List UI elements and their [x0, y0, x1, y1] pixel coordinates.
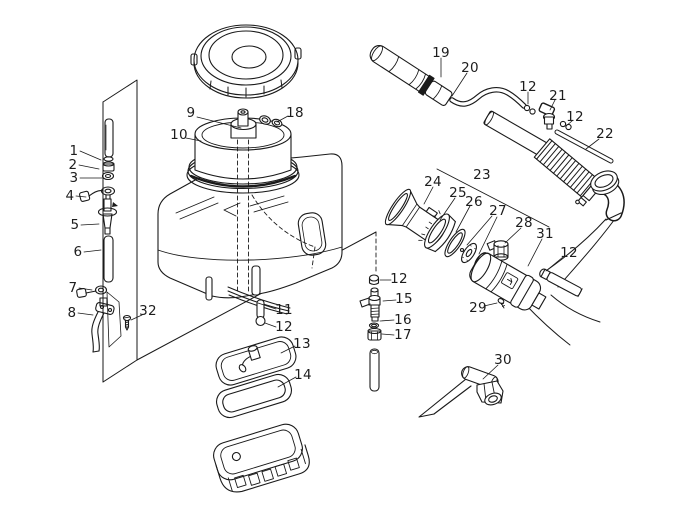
strainer-basket	[213, 423, 310, 493]
strainer-gasket-14	[216, 373, 292, 419]
valve-parts-plane	[102, 79, 377, 383]
screw-32	[122, 314, 132, 331]
socket-wrench-tool	[418, 366, 504, 418]
cock-valve-parts	[76, 118, 118, 353]
outlet-tube-12	[539, 268, 583, 298]
mist-head-assembly	[384, 188, 583, 311]
fitting-28	[486, 240, 509, 261]
mist-head-body	[469, 252, 547, 311]
valve-21	[538, 102, 556, 130]
strainer-plate-13	[215, 336, 297, 386]
tank-cap	[190, 24, 302, 99]
check-valve-column	[359, 274, 382, 392]
tank-neck-assembly	[194, 108, 316, 293]
screw-29	[497, 298, 505, 309]
callout-leader-lines	[75, 57, 600, 388]
corrugated-hose-elbow	[483, 110, 625, 346]
handle-grip-assembly	[369, 44, 614, 164]
tank-body	[157, 153, 343, 327]
